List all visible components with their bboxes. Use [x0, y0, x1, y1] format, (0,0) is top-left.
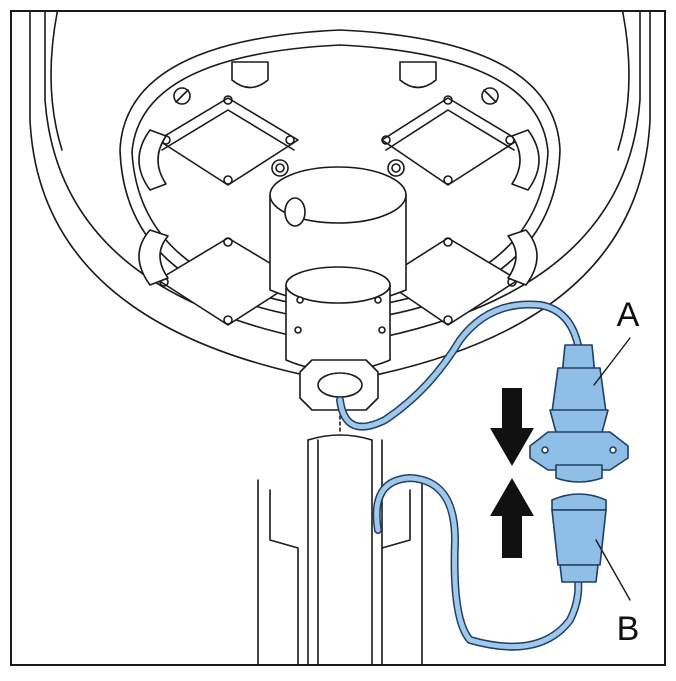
connector-b — [551, 493, 607, 583]
clamp-brackets — [138, 61, 540, 286]
leader-line-a — [593, 337, 631, 386]
mating-arrows — [490, 388, 534, 558]
arrow-up-icon — [490, 478, 534, 558]
central-hub — [269, 166, 407, 411]
leader-line-b — [595, 539, 631, 601]
callout-label-b: B — [617, 610, 640, 648]
support-post — [257, 409, 423, 664]
arrow-down-icon — [490, 388, 534, 466]
callout-label-a: A — [617, 296, 640, 334]
leader-lines — [593, 337, 631, 601]
cables — [336, 300, 583, 651]
connector-a — [529, 344, 629, 483]
